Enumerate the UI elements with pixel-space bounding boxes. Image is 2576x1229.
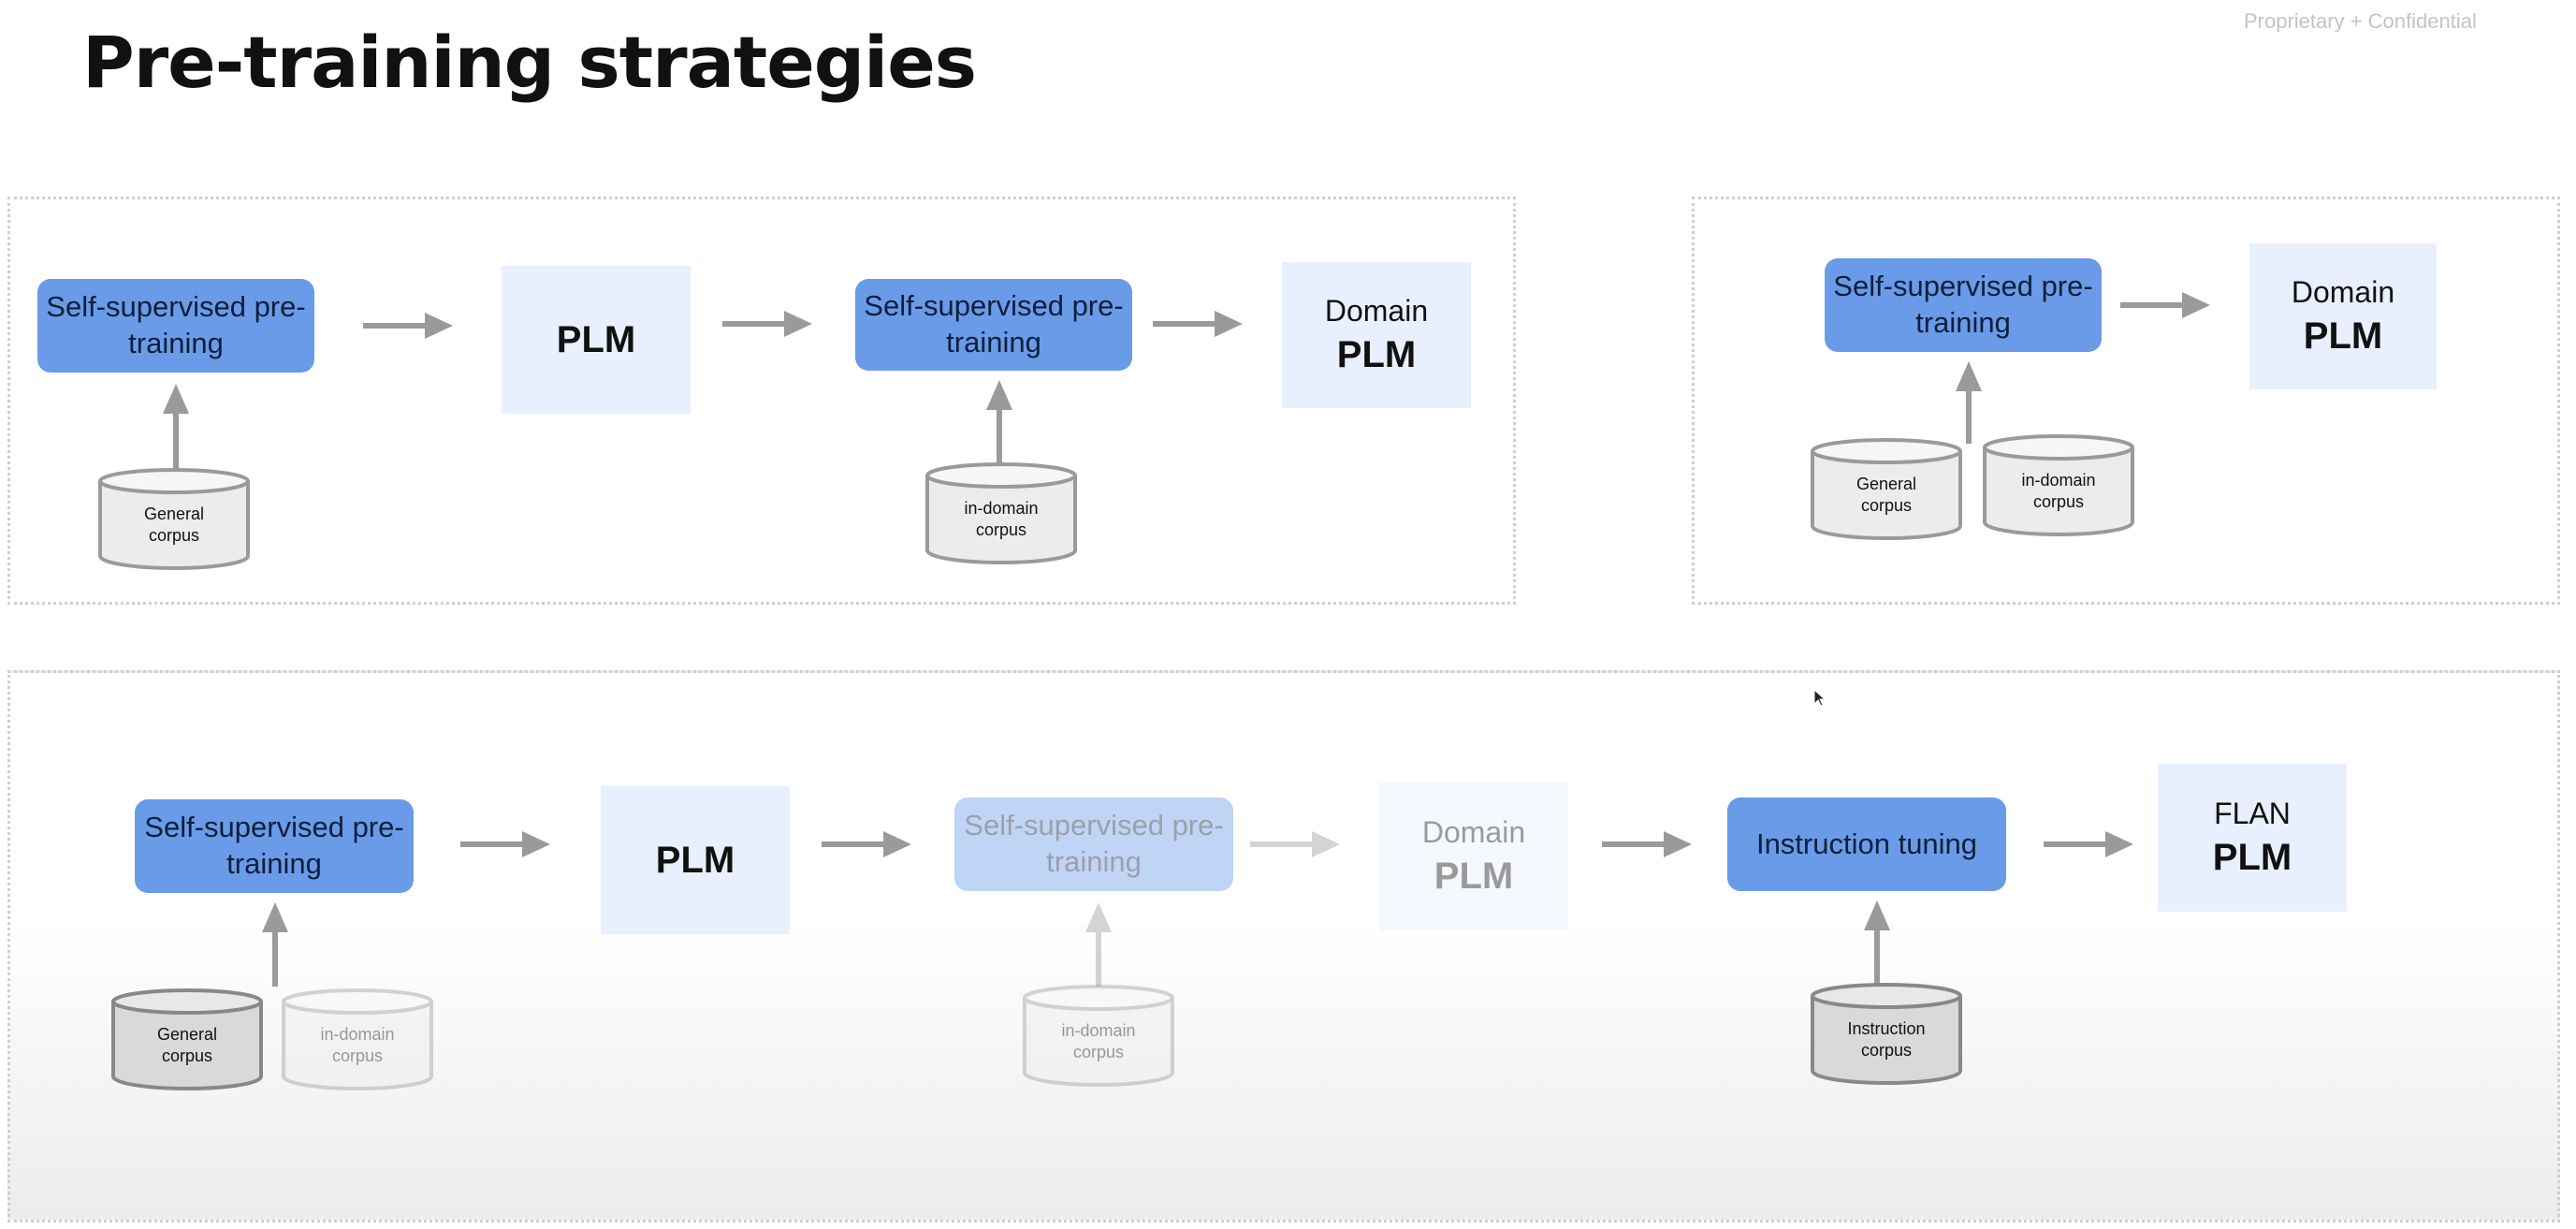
d2-domain-plm-sub: Domain (2291, 275, 2395, 309)
mouse-cursor-icon (1813, 688, 1826, 707)
d2-domain-plm-main: PLM (2303, 315, 2383, 357)
d3-domain-plm-box: Domain PLM (1379, 783, 1568, 930)
d1-self-supervised-step-2: Self-supervised pre-training (855, 279, 1132, 371)
d3-arrow-step2-to-domain-plm (1250, 831, 1340, 857)
d2-self-supervised-step: Self-supervised pre-training (1825, 258, 2102, 352)
d3-arrow-domain-plm-to-instruction (1602, 831, 1692, 857)
d1-domain-plm-sub: Domain (1324, 294, 1429, 328)
confidential-label: Proprietary + Confidential (2244, 9, 2477, 33)
d3-self-supervised-step-1: Self-supervised pre-training (135, 799, 414, 893)
d2-arrow-corpora-up (1956, 361, 1982, 444)
d3-arrow-step1-to-plm (460, 831, 550, 857)
d3-flan-plm-main: PLM (2212, 837, 2292, 878)
d1-corpus-1-line-1: General (143, 505, 205, 523)
d1-domain-plm-main: PLM (1336, 334, 1417, 375)
d3-flan-plm-box: FLAN PLM (2158, 764, 2347, 912)
d2-in-domain-corpus-cylinder: in-domain corpus (1982, 434, 2135, 537)
d1-domain-plm-box: Domain PLM (1282, 262, 1471, 408)
d2-corpus-1-line-2: corpus (1860, 496, 1913, 516)
d1-in-domain-corpus-cylinder: in-domain corpus (924, 462, 1078, 565)
d3-self-supervised-step-2: Self-supervised pre-training (954, 797, 1233, 891)
d3-corpus-1-line-2: corpus (161, 1046, 213, 1066)
d2-corpus-2-line-1: in-domain (2021, 471, 2096, 490)
d3-instruction-corpus-cylinder: Instruction corpus (1810, 983, 1963, 1086)
d3-instruction-tuning-step: Instruction tuning (1727, 797, 2006, 891)
d1-self-supervised-step-1: Self-supervised pre-training (37, 279, 314, 373)
d1-arrow-plm-to-step2 (722, 311, 812, 337)
d3-corpus-4-line-1: Instruction (1847, 1019, 1926, 1038)
d3-in-domain-corpus-cylinder-1: in-domain corpus (281, 988, 434, 1091)
d3-corpus-4-line-2: corpus (1860, 1041, 1913, 1061)
d3-corpus-2-line-2: corpus (331, 1046, 384, 1066)
d1-corpus-2-line-1: in-domain (964, 499, 1039, 518)
d1-arrow-corpus2-up (986, 380, 1012, 464)
d3-flan-plm-sub: FLAN (2214, 797, 2291, 830)
d3-corpus-3-line-1: in-domain (1061, 1021, 1136, 1040)
panel-instruction-tuning (7, 670, 2560, 1222)
d2-general-corpus-cylinder: General corpus (1810, 438, 1963, 541)
d3-corpus-2-line-1: in-domain (320, 1025, 395, 1044)
d3-corpus-1-line-1: General (156, 1025, 218, 1044)
d3-in-domain-corpus-cylinder-2: in-domain corpus (1022, 985, 1175, 1088)
d3-corpus-3-line-2: corpus (1072, 1043, 1125, 1062)
d3-arrow-corpus-1-up (262, 902, 288, 987)
d1-corpus-2-line-2: corpus (975, 520, 1027, 540)
d3-domain-plm-main: PLM (1434, 856, 1514, 897)
d2-arrow-step-to-domain-plm (2120, 292, 2210, 318)
d3-arrow-corpus-3-up (1085, 902, 1112, 987)
d3-general-corpus-cylinder: General corpus (110, 988, 264, 1091)
d1-general-corpus-cylinder: General corpus (97, 468, 251, 571)
d1-corpus-1-line-2: corpus (148, 526, 200, 546)
d3-arrow-plm-to-step2 (822, 831, 911, 857)
panel-joint-pretraining (1692, 197, 2560, 605)
d1-arrow-step2-to-domain-plm (1153, 311, 1243, 337)
d3-plm-box: PLM (601, 786, 790, 934)
d2-corpus-1-line-1: General (1856, 475, 1917, 493)
d1-arrow-corpus1-up (163, 384, 189, 472)
d3-arrow-instruction-to-flan-plm (2044, 831, 2133, 857)
d2-domain-plm-box: Domain PLM (2249, 243, 2437, 389)
d3-domain-plm-sub: Domain (1421, 815, 1526, 849)
d2-corpus-2-line-2: corpus (2032, 492, 2085, 512)
slide-title: Pre-training strategies (82, 21, 977, 104)
d3-arrow-corpus-4-up (1864, 900, 1890, 985)
d1-plm-box: PLM (502, 266, 691, 414)
d1-arrow-step1-to-plm (363, 313, 453, 339)
panel-continued-pretraining (7, 197, 1516, 605)
